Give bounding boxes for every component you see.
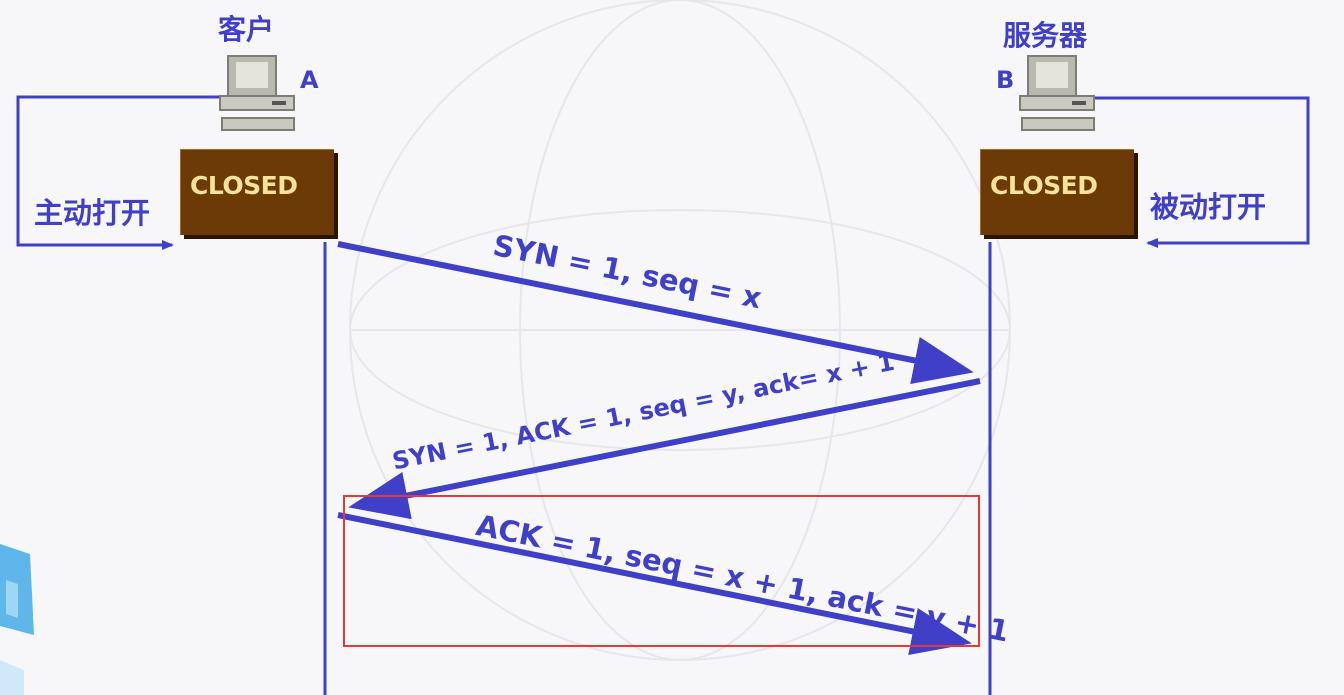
server-id-label: B <box>996 66 1015 94</box>
server-computer-icon <box>1019 55 1095 131</box>
client-label: 客户 <box>218 13 275 46</box>
active-open-label: 主动打开 <box>34 196 151 230</box>
side-decoration <box>0 544 34 695</box>
client-state-box: CLOSED <box>180 149 334 235</box>
server-state-box: CLOSED <box>980 149 1134 235</box>
passive-open-label: 被动打开 <box>1150 190 1267 224</box>
server-label: 服务器 <box>1003 19 1088 52</box>
client-state-label: CLOSED <box>190 171 298 200</box>
syn-ack-arrow <box>348 378 981 520</box>
ack-highlight-box <box>343 495 980 647</box>
server-state-label: CLOSED <box>990 171 1098 200</box>
server-open-loop <box>1094 96 1310 248</box>
client-open-loop <box>16 95 225 250</box>
background-globe-decoration <box>349 0 1011 661</box>
client-id-label: A <box>300 66 319 94</box>
syn-arrow <box>337 241 974 385</box>
ack-arrow <box>337 512 972 655</box>
client-computer-icon <box>219 55 295 131</box>
